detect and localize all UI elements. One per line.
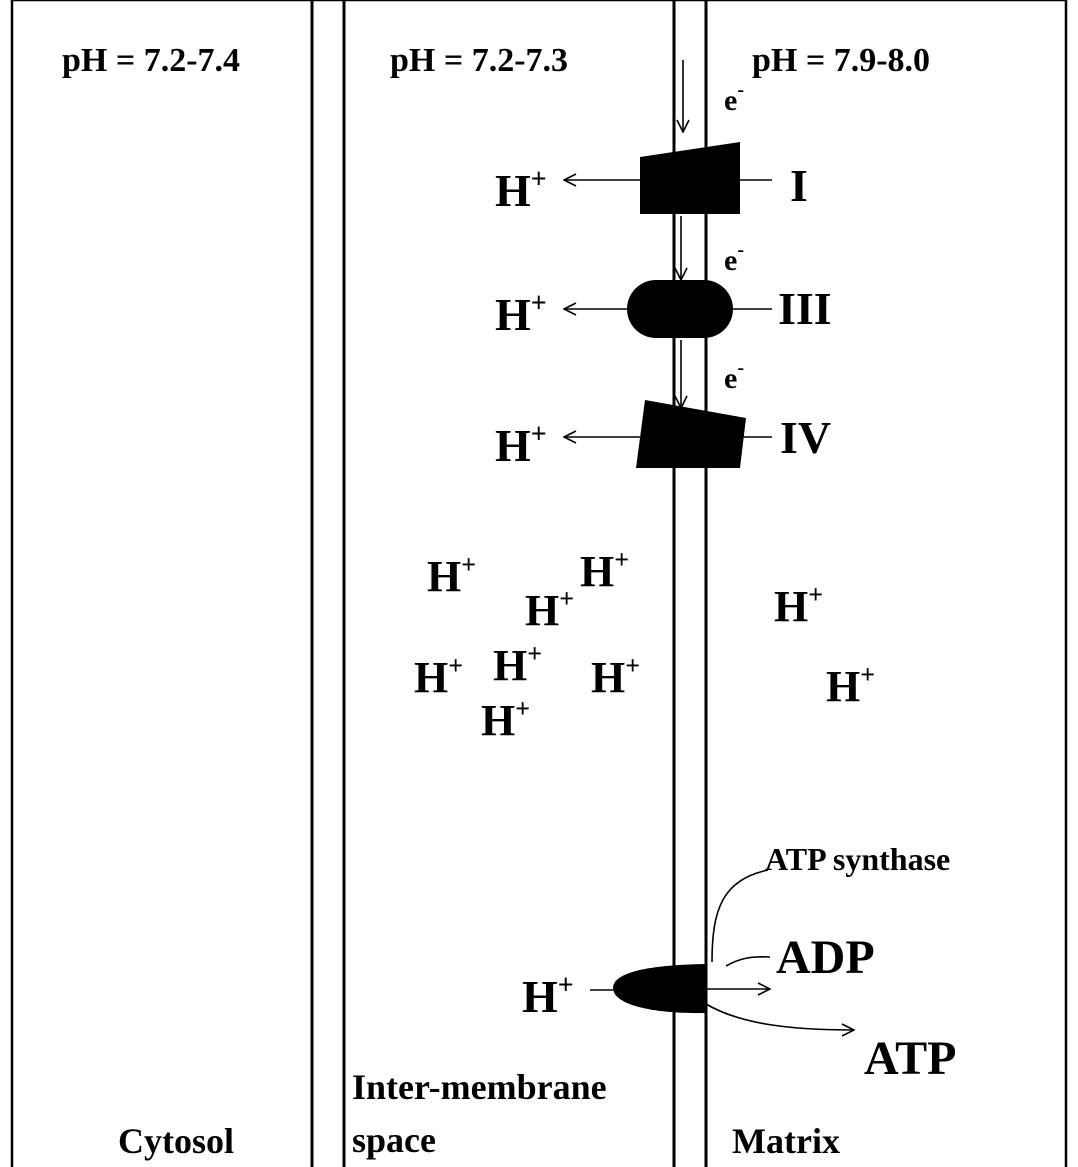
proton: H+ (493, 639, 542, 690)
complex-i-proton: H+ (495, 164, 547, 216)
complex-iii-proton: H+ (495, 288, 547, 340)
electron-label-1: e- (724, 79, 744, 117)
outer-frame (10, 0, 1068, 1167)
complex-iv: IV H+ (495, 400, 831, 471)
electron-label-2: e- (724, 239, 744, 277)
matrix-ph-label: pH = 7.9-8.0 (752, 42, 930, 79)
intermembrane-ph-label: pH = 7.2-7.3 (390, 42, 568, 79)
complex-iv-shape (636, 400, 746, 468)
complex-iii-label: III (778, 283, 832, 334)
adp-label: ADP (776, 931, 875, 984)
matrix-name-label: Matrix (732, 1121, 840, 1161)
electron-flow (681, 60, 683, 408)
proton: H+ (427, 550, 476, 601)
complex-iv-proton: H+ (495, 419, 547, 471)
proton: H+ (414, 651, 463, 702)
cytosol-ph-label: pH = 7.2-7.4 (62, 42, 240, 79)
adp-input-curve (725, 955, 771, 967)
proton: H+ (591, 651, 640, 702)
electron-label-3: e- (724, 357, 744, 395)
matrix-protons: H+ H+ (774, 580, 875, 711)
atp-label: ATP (864, 1032, 956, 1085)
complex-i: I H+ (495, 142, 808, 216)
outer-membrane (310, 0, 346, 1167)
proton: H+ (481, 694, 530, 745)
atp-synthase-label: ATP synthase (765, 841, 950, 877)
atp-synthase-label-pointer (711, 869, 769, 963)
cytosol-name-label: Cytosol (118, 1121, 234, 1161)
atp-synthase-shape (613, 964, 705, 1014)
complex-i-shape (640, 142, 740, 214)
intermembrane-name-line1: Inter-membrane (352, 1067, 607, 1107)
atp-synthase-proton: H+ (522, 970, 574, 1022)
atp-synthase: H+ ATP synthase ADP ATP (522, 841, 956, 1085)
proton: H+ (580, 545, 629, 596)
proton: H+ (525, 584, 574, 635)
complex-iii-shape (627, 280, 733, 338)
intermembrane-protons: H+ H+ H+ H+ H+ H+ H+ (414, 545, 640, 745)
proton: H+ (774, 580, 823, 631)
complex-iv-label: IV (780, 412, 831, 463)
atp-output-arrow (705, 1003, 854, 1030)
complex-iii: III H+ (495, 280, 832, 340)
proton: H+ (826, 660, 875, 711)
complex-i-label: I (790, 160, 808, 211)
intermembrane-name-line2: space (352, 1120, 436, 1160)
